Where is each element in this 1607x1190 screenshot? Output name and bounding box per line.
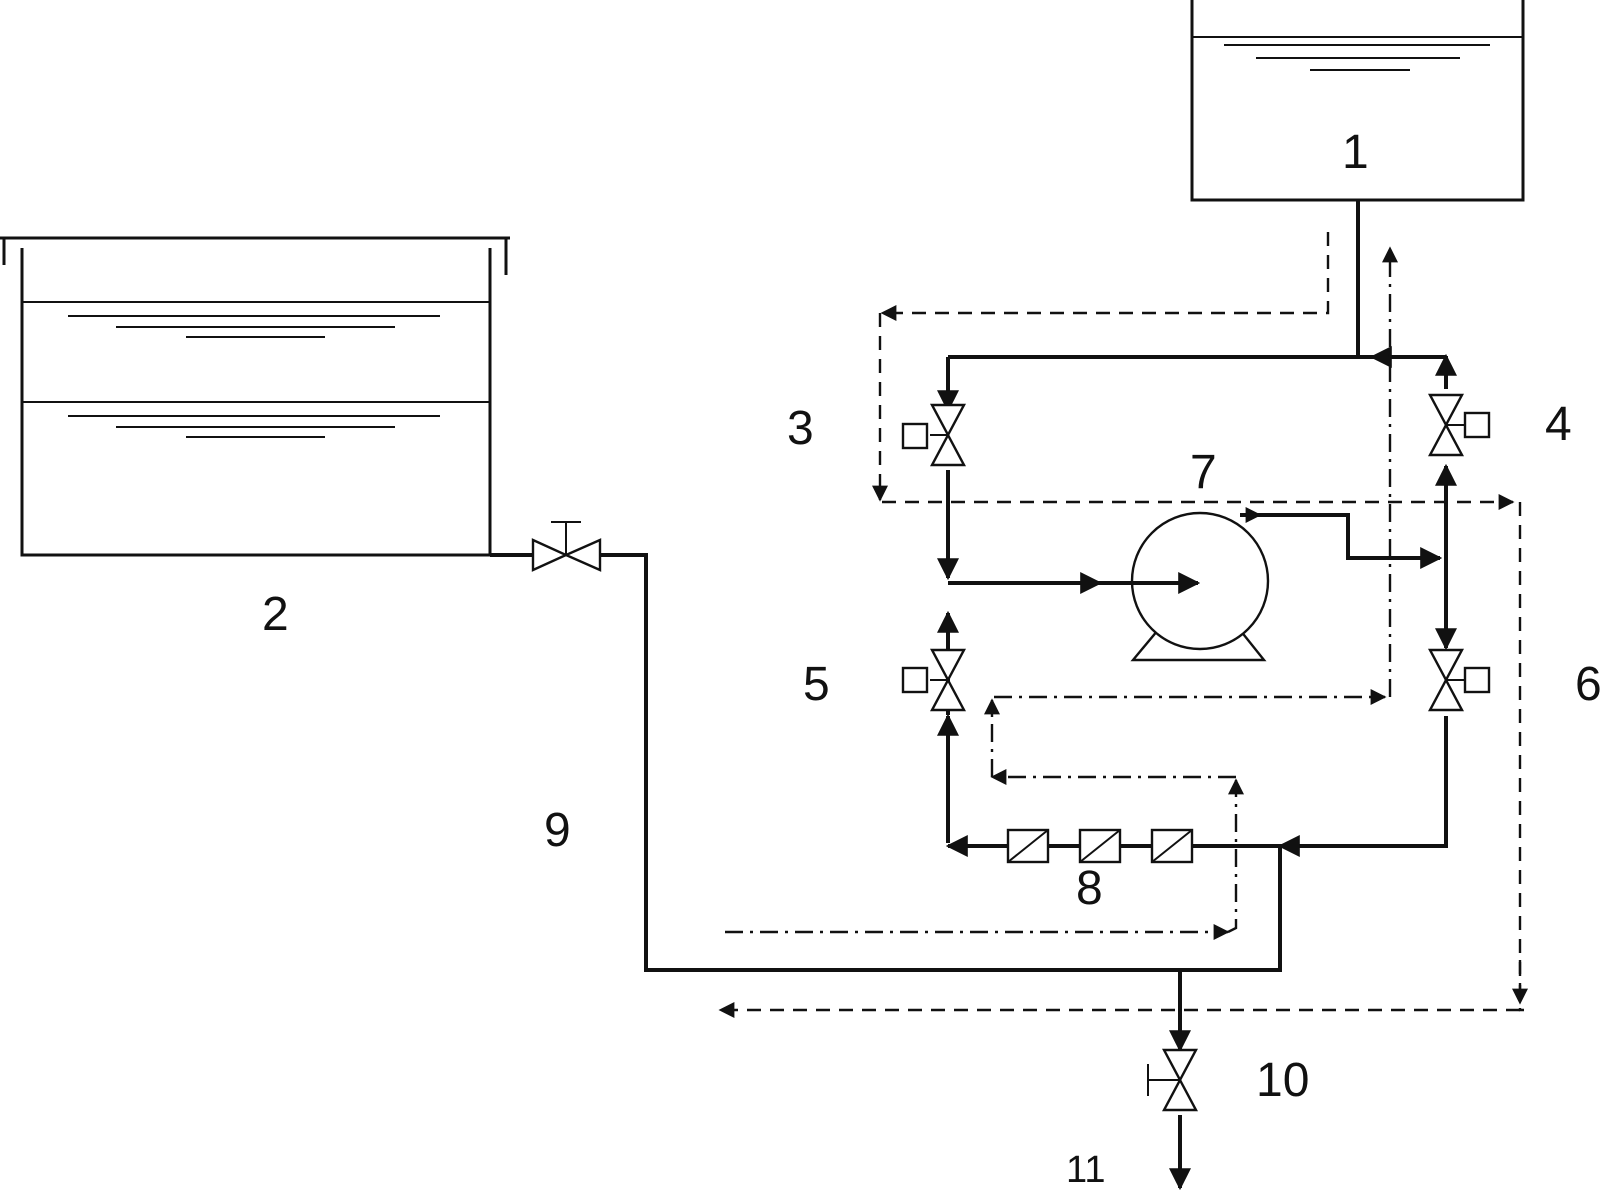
valve-3 bbox=[901, 403, 966, 467]
valve-6 bbox=[1428, 648, 1491, 712]
pump-7 bbox=[1110, 511, 1270, 662]
label-3: 3 bbox=[787, 402, 814, 455]
label-2: 2 bbox=[262, 588, 289, 641]
filters-8 bbox=[1006, 828, 1194, 864]
label-11: 11 bbox=[1066, 1149, 1105, 1190]
dashdot-flow-paths bbox=[725, 246, 1398, 940]
label-6: 6 bbox=[1575, 658, 1602, 711]
tank-2 bbox=[0, 236, 510, 557]
valve-5 bbox=[901, 648, 966, 712]
label-9: 9 bbox=[544, 804, 571, 857]
pipe-network bbox=[490, 200, 1457, 1190]
label-10: 10 bbox=[1256, 1054, 1309, 1107]
valve-10 bbox=[1147, 1048, 1198, 1112]
dashed-flow-paths bbox=[718, 232, 1528, 1018]
label-5: 5 bbox=[803, 658, 830, 711]
label-1: 1 bbox=[1342, 126, 1369, 179]
label-8: 8 bbox=[1076, 862, 1103, 915]
label-7: 7 bbox=[1190, 446, 1217, 499]
valve-9 bbox=[531, 521, 602, 572]
label-4: 4 bbox=[1545, 398, 1572, 451]
valve-4 bbox=[1428, 393, 1491, 457]
